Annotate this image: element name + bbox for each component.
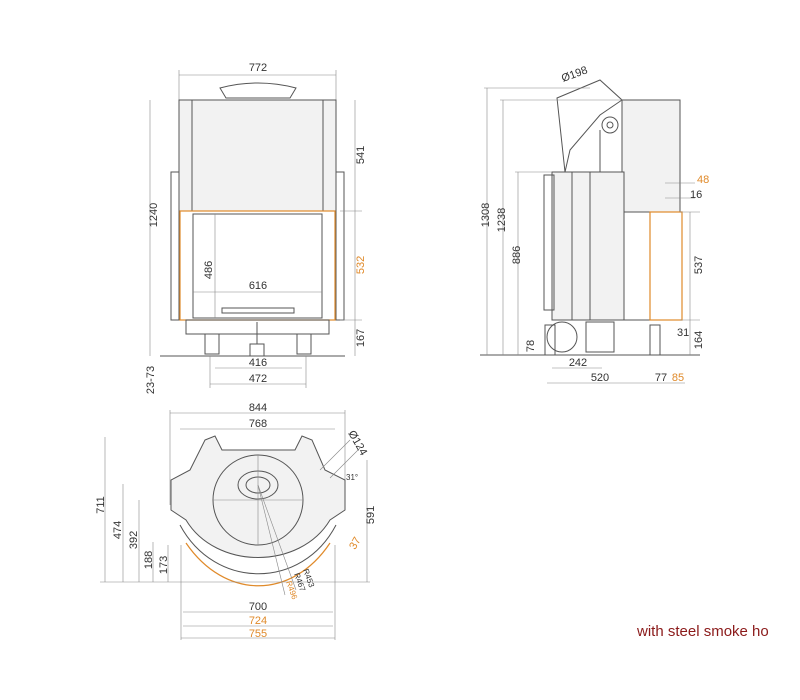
dim-520: 520 [591, 372, 609, 384]
dim-591: 591 [365, 506, 377, 524]
dim-188: 188 [143, 551, 155, 569]
dim-16: 16 [690, 189, 702, 201]
dim-23-73: 23-73 [145, 366, 157, 394]
front-view [149, 70, 362, 388]
dim-164: 164 [693, 331, 705, 349]
dim-flue-198: Ø198 [560, 64, 589, 84]
dim-486: 486 [203, 261, 215, 279]
dim-416: 416 [249, 357, 267, 369]
dim-711: 711 [95, 496, 107, 514]
side-view [480, 79, 700, 384]
dim-48: 48 [697, 174, 709, 186]
dim-1308: 1308 [480, 203, 492, 227]
dim-844: 844 [249, 402, 267, 414]
hood [178, 99, 337, 212]
flue-outlet [219, 82, 297, 99]
air-inlet [546, 321, 578, 353]
dim-167: 167 [355, 329, 367, 347]
dim-37: 37 [347, 535, 364, 552]
dim-173: 173 [158, 556, 170, 574]
dim-392: 392 [128, 531, 140, 549]
dim-886: 886 [511, 246, 523, 264]
dim-31: 31 [677, 327, 689, 339]
flue-pipe [556, 79, 623, 173]
dim-1238: 1238 [496, 208, 508, 232]
dim-755: 755 [249, 628, 267, 640]
dim-768: 768 [249, 418, 267, 430]
dim-474: 474 [112, 521, 124, 539]
dim-541: 541 [355, 146, 367, 164]
glass [192, 213, 323, 319]
dim-472: 472 [249, 373, 267, 385]
dim-724: 724 [249, 615, 267, 627]
side-body [551, 171, 625, 321]
dim-242: 242 [569, 357, 587, 369]
dim-532: 532 [355, 256, 367, 274]
dim-77: 77 [655, 372, 667, 384]
dim-616: 616 [249, 280, 267, 292]
dim-772: 772 [249, 62, 267, 74]
dim-537: 537 [693, 256, 705, 274]
dim-flue-124: Ø124 [345, 429, 369, 458]
dim-1240: 1240 [148, 203, 160, 227]
dim-78: 78 [525, 340, 537, 352]
side-door [649, 211, 683, 321]
top-arc-orange [185, 542, 331, 587]
dim-angle-31: 31° [346, 473, 358, 482]
caption: with steel smoke ho [637, 623, 769, 640]
top-view [100, 410, 370, 640]
dim-700: 700 [249, 601, 267, 613]
dim-85: 85 [672, 372, 684, 384]
